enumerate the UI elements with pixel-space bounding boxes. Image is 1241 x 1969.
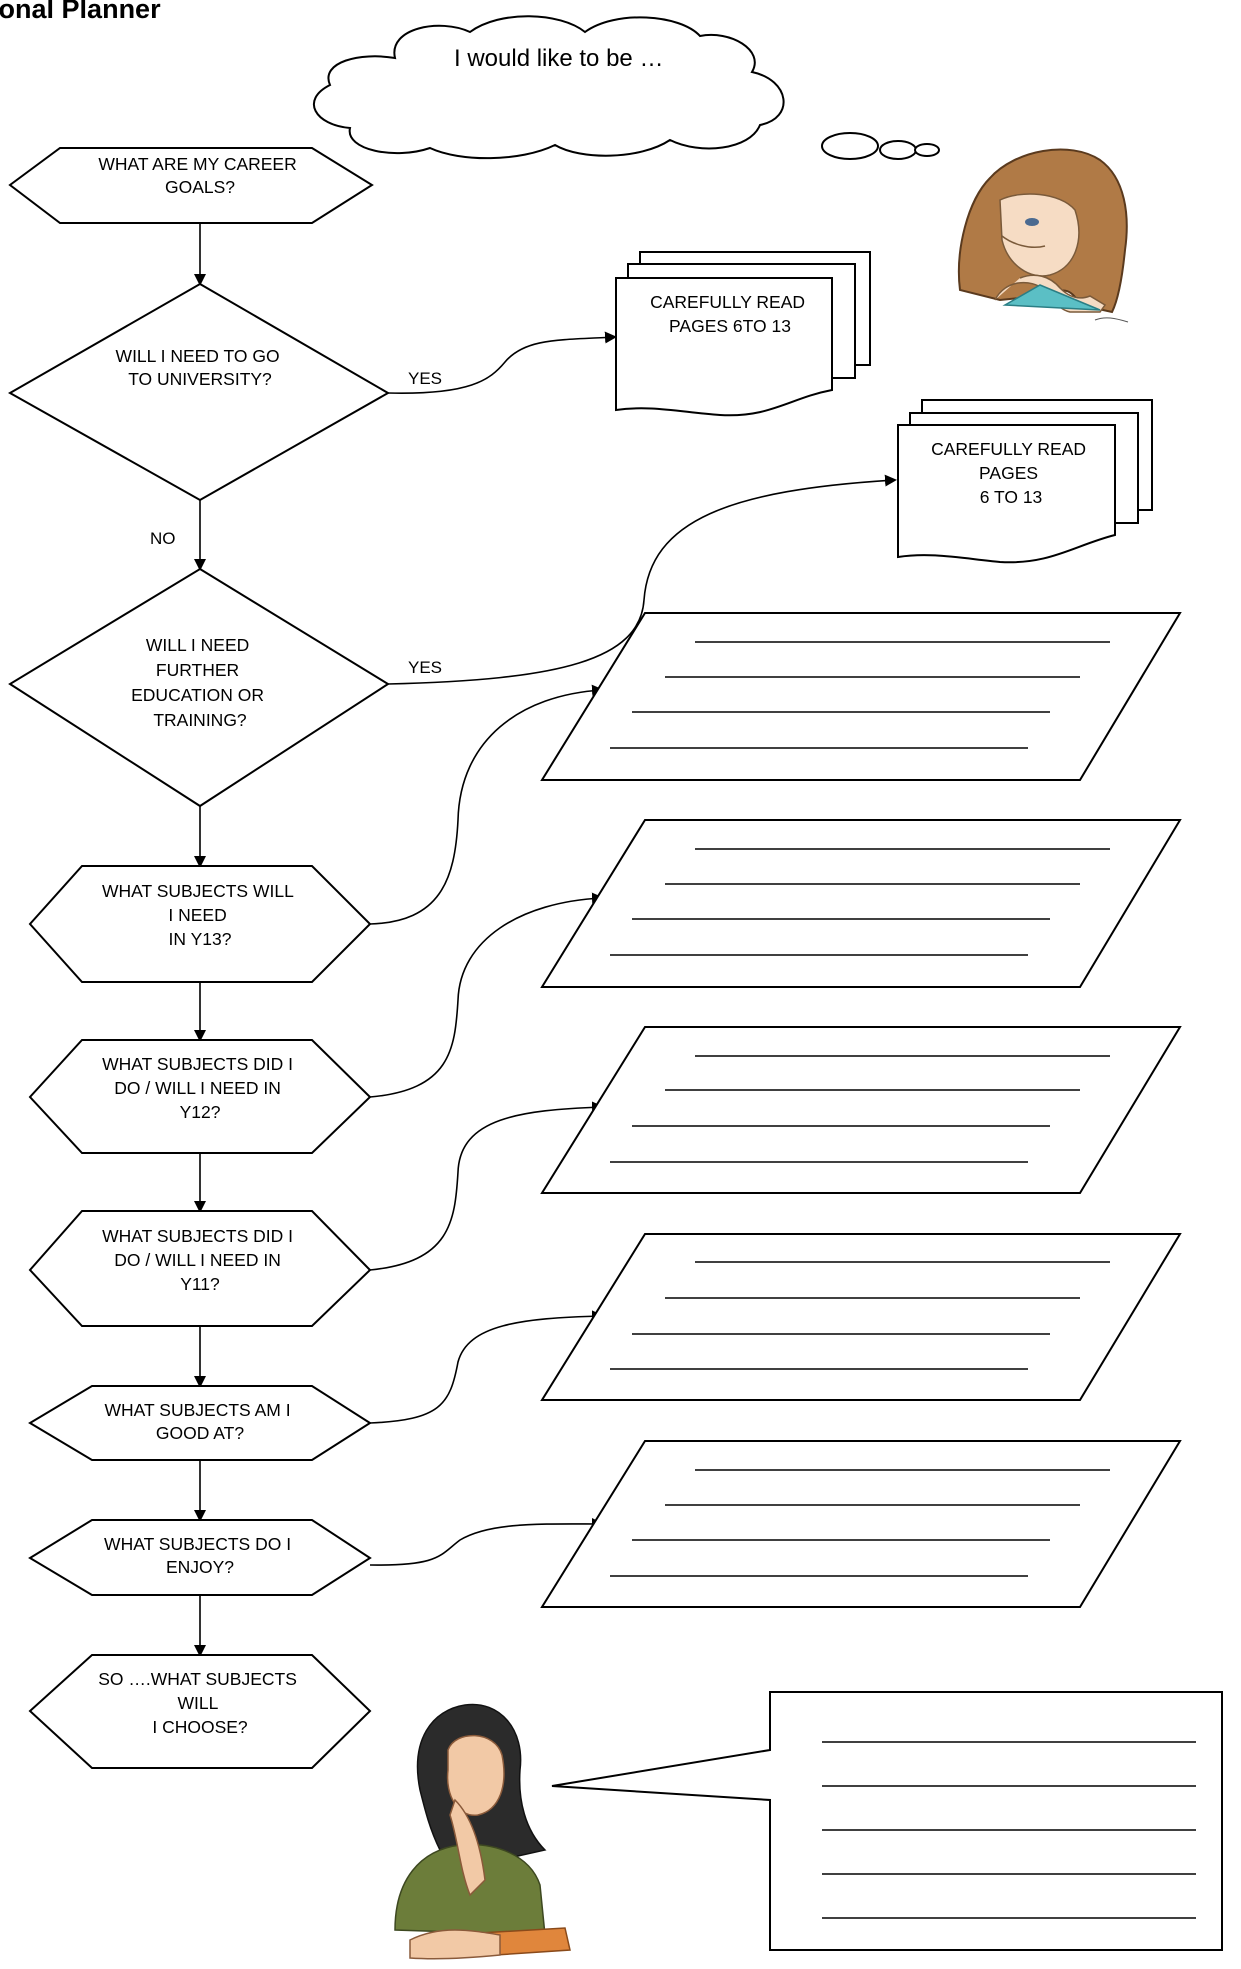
node-choose-line-1: SO ….WHAT SUBJECTS bbox=[98, 1669, 297, 1689]
writing-box-y11[interactable] bbox=[540, 1026, 1182, 1194]
node-further-education: WILL I NEED FURTHER EDUCATION OR TRAININ… bbox=[8, 567, 390, 808]
thinking-girl-illustration bbox=[957, 148, 1129, 323]
node-y11-line-3: Y11? bbox=[180, 1274, 220, 1294]
node-further-education-line-4: TRAINING? bbox=[153, 710, 247, 730]
node-university-line-2: TO UNIVERSITY? bbox=[128, 369, 272, 389]
node-choose-line-2: WILL bbox=[177, 1693, 218, 1713]
node-university: WILL I NEED TO GO TO UNIVERSITY? bbox=[7, 282, 391, 502]
svg-text:SO ….WHAT SUBJECTS WILL: SO ….WHAT SUBJECTS WILL I CHOOSE? bbox=[98, 1669, 302, 1737]
thinking-woman-illustration bbox=[394, 1703, 571, 1960]
node-good-at-line-1: WHAT SUBJECTS AM I bbox=[105, 1400, 291, 1420]
node-y13: WHAT SUBJECTS WILL I NEED IN Y13? bbox=[28, 865, 372, 983]
svg-text:WHAT SUBJECTS DID I DO /: WHAT SUBJECTS DID I DO / WILL I NEED IN … bbox=[102, 1054, 298, 1122]
speech-bubble-answer[interactable] bbox=[551, 1691, 1223, 1951]
svg-text:CAREFULLY READ PAGES: CAREFULLY READ PAGES 6 TO 13 bbox=[931, 439, 1091, 507]
node-career-goals-line-1: WHAT ARE MY CAREER bbox=[98, 154, 296, 174]
node-enjoy: WHAT SUBJECTS DO I ENJOY? bbox=[28, 1519, 372, 1596]
node-choose: SO ….WHAT SUBJECTS WILL I CHOOSE? bbox=[28, 1654, 372, 1769]
edge-label-yes-university: YES bbox=[408, 369, 442, 388]
svg-text:WHAT SUBJECTS WILL I NEE: WHAT SUBJECTS WILL I NEED IN Y13? bbox=[102, 881, 298, 949]
connector-university-doc1 bbox=[387, 331, 617, 394]
edge-label-no: NO bbox=[150, 529, 176, 548]
writing-box-y12[interactable] bbox=[540, 819, 1182, 988]
node-y11-line-1: WHAT SUBJECTS DID I bbox=[102, 1226, 293, 1246]
connector-enjoy-box5 bbox=[369, 1517, 604, 1566]
node-further-education-line-3: EDUCATION OR bbox=[131, 685, 264, 705]
edge-label-yes-further: YES bbox=[408, 658, 442, 677]
connector-y13-box1 bbox=[369, 684, 604, 925]
connector-good-at-box4 bbox=[369, 1310, 604, 1424]
document-1-line-1: CAREFULLY READ bbox=[650, 292, 805, 312]
connector-y11-box3 bbox=[369, 1101, 604, 1271]
node-y12-line-3: Y12? bbox=[180, 1102, 221, 1122]
node-university-line-1: WILL I NEED TO GO bbox=[116, 346, 280, 366]
document-pages-6-to-13-a: CAREFULLY READ PAGES 6TO 13 bbox=[615, 251, 871, 417]
writing-box-good-at[interactable] bbox=[540, 1233, 1182, 1401]
node-y13-line-2: I NEED bbox=[168, 905, 226, 925]
thought-bubble: I would like to be … bbox=[313, 15, 940, 160]
svg-text:WILL I NEED FURTHER: WILL I NEED FURTHER EDUCATION OR TRAININ… bbox=[131, 635, 269, 730]
node-good-at: WHAT SUBJECTS AM I GOOD AT? bbox=[28, 1385, 372, 1461]
connector-further-doc2 bbox=[387, 474, 897, 685]
node-further-education-line-2: FURTHER bbox=[156, 660, 239, 680]
node-y12-line-1: WHAT SUBJECTS DID I bbox=[102, 1054, 293, 1074]
node-y12-line-2: DO / WILL I NEED IN bbox=[114, 1078, 281, 1098]
svg-text:WILL I NEED TO GO TO UNI: WILL I NEED TO GO TO UNIVERSITY? bbox=[116, 346, 285, 389]
node-enjoy-line-1: WHAT SUBJECTS DO I bbox=[104, 1534, 291, 1554]
document-pages-6-to-13-b: CAREFULLY READ PAGES 6 TO 13 bbox=[897, 399, 1153, 564]
node-y13-line-3: IN Y13? bbox=[169, 929, 232, 949]
connector-y12-box2 bbox=[369, 892, 604, 1098]
document-2-line-1: CAREFULLY READ bbox=[931, 439, 1086, 459]
node-enjoy-line-2: ENJOY? bbox=[166, 1557, 234, 1577]
document-2-line-3: 6 TO 13 bbox=[980, 487, 1043, 507]
node-y11-line-2: DO / WILL I NEED IN bbox=[114, 1250, 281, 1270]
page-title: ersonal Planner bbox=[0, 0, 161, 24]
svg-text:WHAT SUBJECTS DID I DO /: WHAT SUBJECTS DID I DO / WILL I NEED IN … bbox=[102, 1226, 298, 1294]
svg-text:WHAT SUBJECTS DO I ENJOY: WHAT SUBJECTS DO I ENJOY? bbox=[104, 1534, 296, 1577]
svg-text:CAREFULLY READ PAGES 6TO: CAREFULLY READ PAGES 6TO 13 bbox=[650, 292, 810, 336]
node-good-at-line-2: GOOD AT? bbox=[156, 1423, 244, 1443]
node-career-goals-line-2: GOALS? bbox=[165, 177, 235, 197]
node-y11: WHAT SUBJECTS DID I DO / WILL I NEED IN … bbox=[28, 1210, 372, 1327]
node-y13-line-1: WHAT SUBJECTS WILL bbox=[102, 881, 294, 901]
node-further-education-line-1: WILL I NEED bbox=[146, 635, 249, 655]
node-y12: WHAT SUBJECTS DID I DO / WILL I NEED IN … bbox=[28, 1039, 372, 1154]
node-career-goals: WHAT ARE MY CAREER GOALS? bbox=[8, 147, 374, 224]
node-choose-line-3: I CHOOSE? bbox=[152, 1717, 248, 1737]
writing-box-y13[interactable] bbox=[540, 612, 1182, 781]
svg-text:WHAT SUBJECTS AM I GOOD: WHAT SUBJECTS AM I GOOD AT? bbox=[105, 1400, 296, 1443]
svg-text:WHAT ARE MY CAREER GOALS: WHAT ARE MY CAREER GOALS? bbox=[98, 154, 301, 197]
document-1-line-2: PAGES 6TO 13 bbox=[669, 316, 791, 336]
document-2-line-2: PAGES bbox=[979, 463, 1038, 483]
thought-bubble-text: I would like to be … bbox=[454, 45, 663, 72]
writing-box-enjoy[interactable] bbox=[540, 1440, 1182, 1608]
